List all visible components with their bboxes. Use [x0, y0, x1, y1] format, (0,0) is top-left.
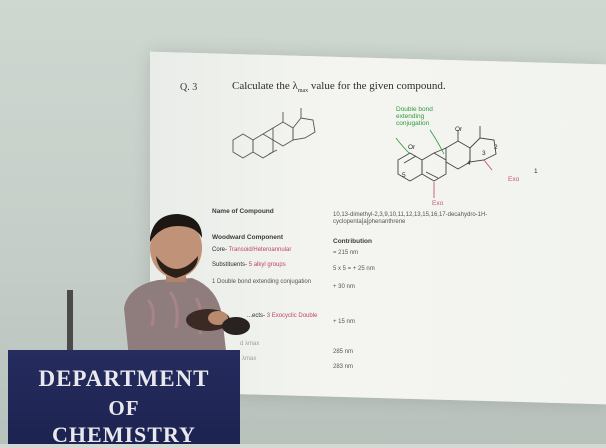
row-double-bond: 1 Double bond extending conjugation [212, 279, 312, 285]
compound-structure-plain [232, 108, 316, 159]
annot-or-1: Or [455, 126, 463, 133]
question-text: Calculate the λmax value for the given c… [232, 80, 446, 94]
ring-label-3: 3 [482, 150, 486, 157]
question-suffix: value for the given compound. [310, 80, 446, 92]
row-exo-prefix: ...ects- [247, 313, 266, 319]
row-subst-rest: 5 alkyl groups [248, 262, 286, 268]
annot-exo-1: Exo [432, 200, 444, 207]
ring-label-5: 5 [402, 172, 406, 179]
question-prefix: Calculate the [232, 80, 290, 92]
row-subst-value: 5 x 5 = + 25 nm [333, 266, 375, 272]
row-observed-value: 283 nm [333, 364, 354, 370]
podium-line-of: OF [108, 396, 140, 420]
row-calculated-value: 285 nm [333, 349, 354, 355]
woodward-component-header: Woodward Component [212, 234, 284, 241]
row-exo-value: + 15 nm [333, 319, 355, 325]
ring-label-2: 2 [494, 144, 498, 151]
compound-name-value: 10,13-dimethyl-2,3,9,10,11,12,13,15,16,1… [333, 212, 488, 225]
annot-exo-2: Exo [508, 176, 520, 183]
podium: DEPARTMENT OF CHEMISTRY [8, 350, 240, 447]
microphone-stand [67, 290, 73, 350]
row-core: Core- Transoid/Heteroannular [212, 247, 291, 254]
row-core-value: = 215 nm [333, 250, 359, 256]
row-calculated-label: d λmax [240, 341, 260, 347]
name-of-compound-label: Name of Compound [212, 208, 274, 215]
row-core-prefix: Core- [212, 247, 228, 253]
annot-double-bond: Double bond extending conjugation [396, 106, 433, 127]
row-observed-label: λmax [242, 356, 257, 362]
podium-line-department: DEPARTMENT [38, 366, 210, 391]
contribution-header: Contribution [333, 238, 372, 245]
ring-label-4: 4 [467, 160, 471, 167]
row-substituents: Substituents- 5 alkyl groups [212, 262, 286, 269]
ring-label-1: 1 [534, 168, 538, 175]
lambda-subscript: max [297, 88, 309, 95]
row-core-rest: Transoid/Heteroannular [228, 247, 292, 253]
row-exocyclic: ...ects- 3 Exocyclic Double [247, 313, 317, 320]
compound-structure-annotated [395, 126, 497, 198]
row-double-bond-value: + 30 nm [333, 284, 355, 290]
question-number: Q. 3 [180, 82, 198, 93]
lambda-symbol: λ [292, 80, 298, 92]
annot-or-2: Or [408, 144, 416, 151]
presenter [124, 214, 250, 368]
podium-line-chemistry: CHEMISTRY [52, 422, 196, 447]
row-exo-rest: 3 Exocyclic Double [266, 313, 318, 319]
row-subst-prefix: Substituents- [212, 262, 248, 268]
